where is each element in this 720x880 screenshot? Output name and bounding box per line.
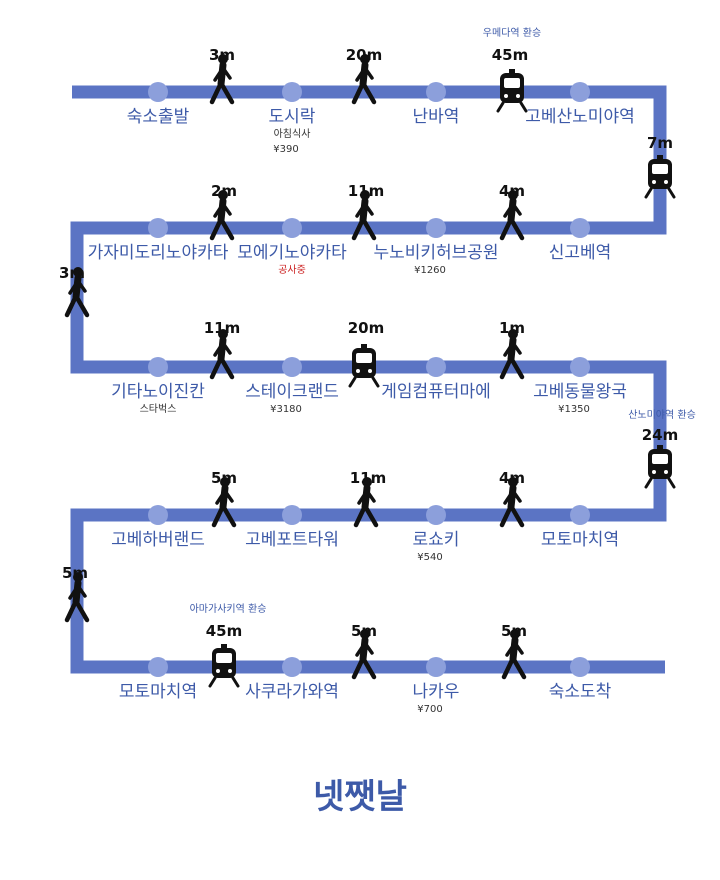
stop-price: ¥3180 <box>270 404 302 415</box>
stop-label: 게임컴퓨터마에 <box>381 382 490 402</box>
leg-time-label: 3m <box>59 264 85 282</box>
stop-label: 모에기노야카타 <box>237 243 347 263</box>
stop-label: 누노비키허브공원 <box>373 243 498 263</box>
leg-time-label: 5m <box>501 622 527 640</box>
stop-label: 모토마치역 <box>119 682 197 702</box>
route-path <box>70 85 667 674</box>
stop-note: 공사중 <box>278 264 306 276</box>
stop-dot <box>570 357 590 377</box>
stop-dot <box>282 218 302 238</box>
stop-dot <box>570 218 590 238</box>
stop-dot <box>148 505 168 525</box>
leg-time-label: 11m <box>350 469 387 487</box>
walk-icon <box>351 629 377 680</box>
stop-dot <box>426 218 446 238</box>
train-icon <box>644 155 676 199</box>
route-line <box>70 85 667 674</box>
walk-icon <box>209 54 235 105</box>
walk-icon <box>64 572 90 623</box>
stop-dot <box>426 505 446 525</box>
stop-label: 고베포트타워 <box>245 530 339 550</box>
stop-dot <box>282 357 302 377</box>
leg-time-label: 24m <box>642 426 679 444</box>
leg-time-label: 5m <box>62 564 88 582</box>
leg-time-label: 11m <box>348 182 385 200</box>
stop-label: 난바역 <box>413 107 460 127</box>
leg-time-label: 4m <box>499 182 525 200</box>
stop-dot <box>426 657 446 677</box>
walk-icon <box>64 267 90 318</box>
stop-dot <box>282 82 302 102</box>
stop-label: 기타노이진칸 <box>111 382 205 402</box>
stop-sub-label: 아침식사 <box>274 128 311 140</box>
leg-time-label: 20m <box>346 46 383 64</box>
stop-dot <box>148 82 168 102</box>
stop-dot <box>282 505 302 525</box>
stop-label: 나카우 <box>413 682 460 702</box>
stop-label: 스테이크랜드 <box>245 382 339 402</box>
day-title: 넷쨋날 <box>313 777 407 817</box>
leg-time-label: 20m <box>348 319 385 337</box>
walk-icon <box>353 477 379 528</box>
stop-dot <box>282 657 302 677</box>
stop-label: 신고베역 <box>549 243 612 263</box>
stop-dot <box>148 357 168 377</box>
stop-dot <box>426 82 446 102</box>
stop-dot <box>570 82 590 102</box>
transfer-label: 아마가사키역 환승 <box>190 603 267 615</box>
walk-icon <box>351 190 377 241</box>
stop-label: 로쇼키 <box>413 530 460 550</box>
leg-time-label: 5m <box>211 469 237 487</box>
walk-icon <box>501 629 527 680</box>
leg-time-label: 11m <box>204 319 241 337</box>
transfer-label: 산노미야역 환승 <box>628 409 696 421</box>
leg-time-label: 1m <box>499 319 525 337</box>
stop-sub-label: 스타벅스 <box>140 403 177 415</box>
stop-price: ¥1350 <box>558 404 590 415</box>
leg-time-label: 45m <box>492 46 529 64</box>
stop-dot <box>148 218 168 238</box>
train-icon <box>496 69 528 113</box>
train-icon <box>644 445 676 489</box>
leg-time-label: 3m <box>209 46 235 64</box>
legs-layer: 3m 20m 45m 우메다역 환승 7m 4m 11m 2m 3m 11m 20m 1m 24m 산노미… <box>59 27 696 688</box>
walk-icon <box>499 190 525 241</box>
stop-label: 고베산노미야역 <box>525 107 634 127</box>
walk-icon <box>209 190 235 241</box>
train-icon <box>348 344 380 388</box>
stop-dot <box>148 657 168 677</box>
stop-label: 도시락 <box>269 107 316 127</box>
stop-label: 가자미도리노야카타 <box>88 243 229 263</box>
walk-icon <box>209 329 235 380</box>
walk-icon <box>211 477 237 528</box>
stop-price: ¥1260 <box>414 265 446 276</box>
walk-icon <box>351 54 377 105</box>
transfer-label: 우메다역 환승 <box>483 27 541 39</box>
leg-time-label: 2m <box>211 182 237 200</box>
stop-label: 고베동물왕국 <box>533 382 627 402</box>
stop-price: ¥540 <box>417 552 442 563</box>
leg-time-label: 7m <box>647 134 673 152</box>
walk-icon <box>499 329 525 380</box>
leg-time-label: 45m <box>206 622 243 640</box>
stop-label: 사쿠라가와역 <box>245 682 339 702</box>
stop-price: ¥700 <box>417 704 442 715</box>
stop-label: 숙소출발 <box>127 107 190 127</box>
leg-time-label: 4m <box>499 469 525 487</box>
train-icon <box>208 644 240 688</box>
stop-label: 숙소도착 <box>549 682 612 702</box>
stop-label: 모토마치역 <box>541 530 619 550</box>
leg-time-label: 5m <box>351 622 377 640</box>
stop-dot <box>570 505 590 525</box>
stop-dot <box>570 657 590 677</box>
walk-icon <box>499 477 525 528</box>
stop-price: ¥390 <box>273 144 298 155</box>
stop-dot <box>426 357 446 377</box>
stop-label: 고베하버랜드 <box>111 530 205 550</box>
